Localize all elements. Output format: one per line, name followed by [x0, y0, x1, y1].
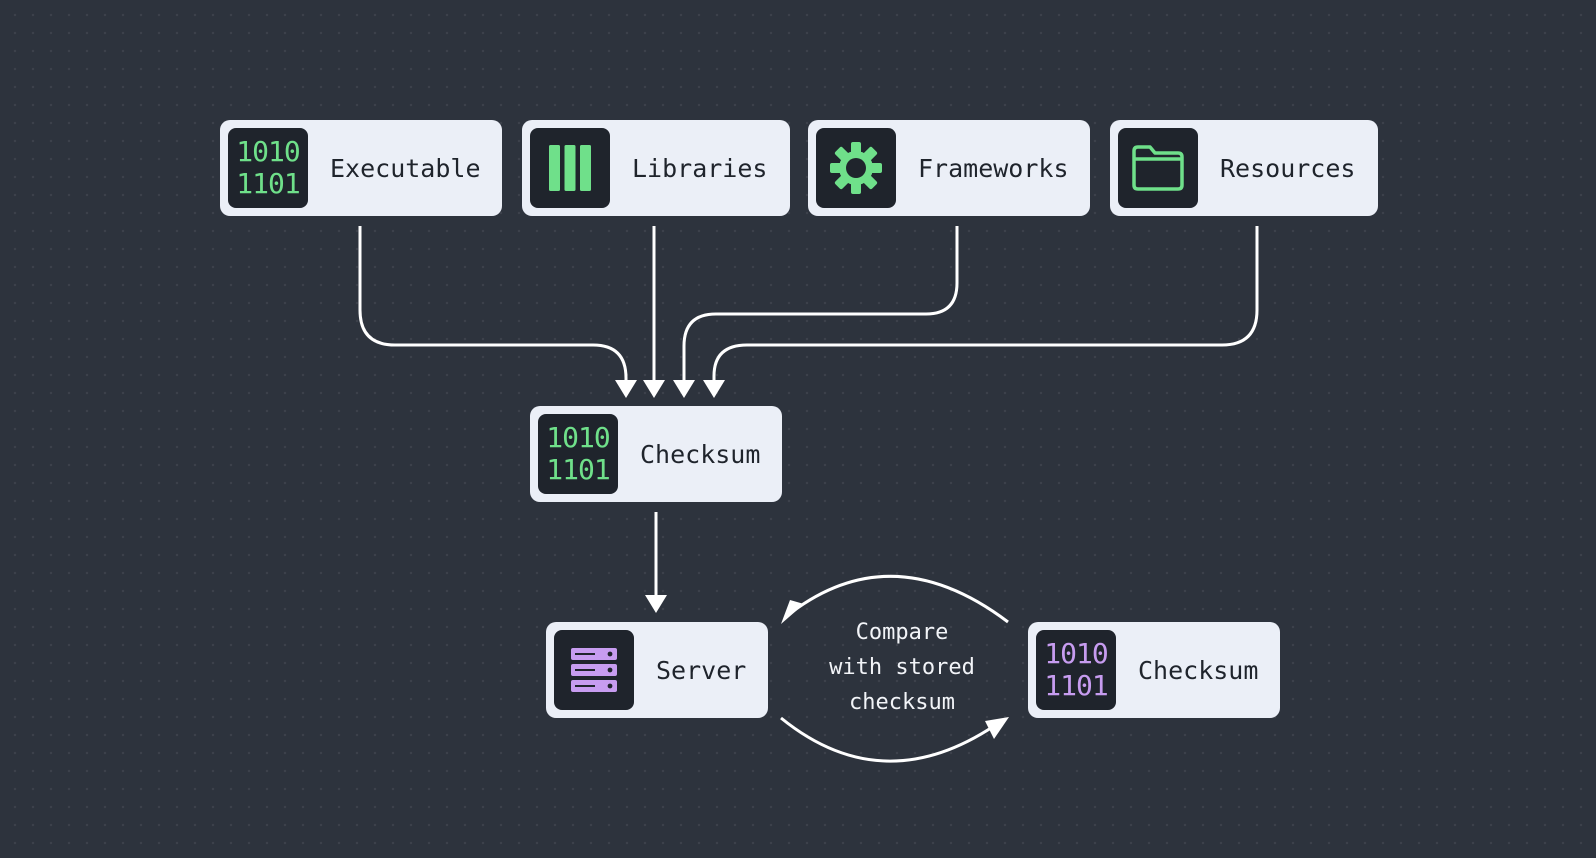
- binary-icon: 1010 1101: [538, 414, 618, 494]
- node-label: Executable: [330, 153, 481, 183]
- arrowhead-resources: [703, 380, 725, 398]
- binary-icon-line-2: 1101: [1044, 669, 1108, 702]
- node-label: Resources: [1220, 153, 1356, 183]
- arrowhead-executable: [615, 380, 637, 398]
- node-label: Checksum: [640, 439, 761, 469]
- binary-icon: 1010 1101: [1036, 630, 1116, 710]
- compare-label: Compare with stored checksum: [829, 620, 975, 715]
- arrowhead-frameworks: [673, 380, 695, 398]
- node-checksum-local: 1010 1101 Checksum: [530, 406, 782, 502]
- gear-icon: [816, 128, 896, 208]
- node-label: Checksum: [1138, 655, 1259, 685]
- binary-icon-line-1: 1010: [236, 135, 300, 168]
- connector-resources-to-checksum: [712, 226, 1259, 384]
- binary-icon-line-1: 1010: [1044, 637, 1108, 670]
- arrowheads: [615, 380, 1009, 739]
- binary-icon-line-2: 1101: [236, 167, 300, 200]
- library-books-icon: [530, 128, 610, 208]
- node-label: Server: [656, 655, 747, 685]
- arrowhead-libraries: [643, 380, 665, 398]
- node-frameworks: Frameworks: [808, 120, 1090, 216]
- arrowhead-server: [645, 595, 667, 613]
- binary-icon-line-2: 1101: [546, 453, 610, 486]
- connector-executable-to-checksum: [358, 226, 628, 384]
- node-label: Libraries: [632, 153, 768, 183]
- folder-icon: [1118, 128, 1198, 208]
- arrowhead-compare-bottom: [985, 717, 1009, 739]
- node-checksum-stored: 1010 1101 Checksum: [1028, 622, 1280, 718]
- node-resources: Resources: [1110, 120, 1378, 216]
- arrowhead-compare-top: [781, 600, 804, 624]
- node-label: Frameworks: [918, 153, 1069, 183]
- compare-arc-bottom: [780, 716, 995, 763]
- server-icon: [554, 630, 634, 710]
- binary-icon-line-1: 1010: [546, 421, 610, 454]
- node-libraries: Libraries: [522, 120, 790, 216]
- connector-frameworks-to-checksum: [682, 226, 959, 384]
- binary-icon: 1010 1101: [228, 128, 308, 208]
- compare-arc-top: [791, 575, 1009, 624]
- node-server: Server: [546, 622, 768, 718]
- node-executable: 1010 1101 Executable: [220, 120, 502, 216]
